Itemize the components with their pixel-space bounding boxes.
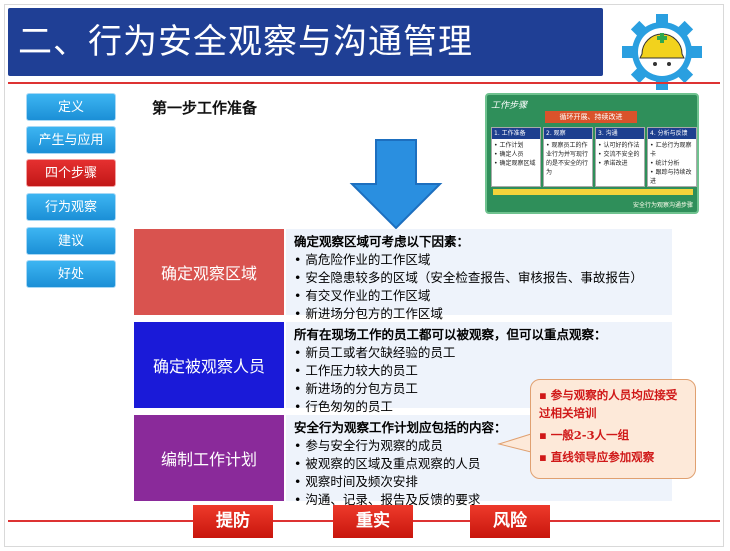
sidebar-item-definition[interactable]: 定义 bbox=[26, 93, 116, 121]
workflow-steps-diagram: 工作步骤 循环开展、持续改进 1. 工作准备 • 工作计划 • 确定人员 • 确… bbox=[485, 93, 699, 214]
slide-frame bbox=[4, 4, 724, 547]
step-title: 第一步工作准备 bbox=[152, 99, 258, 117]
bottom-button-prevent[interactable]: 提防 bbox=[193, 505, 273, 538]
row-content-observation-area: 确定观察区域可考虑以下因素： • 高危险作业的工作区域 • 安全隐患较多的区域（… bbox=[286, 229, 672, 321]
flow-progress-bar bbox=[493, 189, 693, 195]
sidebar-item-benefits[interactable]: 好处 bbox=[26, 260, 116, 288]
page-title: 二、行为安全观察与沟通管理 bbox=[8, 8, 603, 76]
top-red-divider bbox=[8, 82, 720, 84]
flow-footer: 安全行为观察沟通步骤 bbox=[632, 202, 693, 209]
row-label-observation-area: 确定观察区域 bbox=[134, 229, 284, 315]
safety-helmet-logo-icon bbox=[622, 14, 702, 90]
row-label-observed-personnel: 确定被观察人员 bbox=[134, 322, 284, 408]
sidebar-item-four-steps[interactable]: 四个步骤 bbox=[26, 159, 116, 187]
flow-step-box: 1. 工作准备 • 工作计划 • 确定人员 • 确定观察区域 bbox=[491, 127, 541, 187]
flow-step-box: 4. 分析与反馈 • 汇总行为观察卡 • 统计分析 • 跟踪与持续改进 bbox=[647, 127, 697, 187]
bottom-button-focus[interactable]: 重实 bbox=[333, 505, 413, 538]
sidebar-item-suggestion[interactable]: 建议 bbox=[26, 227, 116, 255]
flow-step-box: 3. 沟通 • 认可好的作法 • 交流不安全的 • 承诺改进 bbox=[595, 127, 645, 187]
sidebar-item-behavior-observation[interactable]: 行为观察 bbox=[26, 193, 116, 221]
flow-step-box: 2. 观察 • 观察员工的作业行为并写现行的是不安全的行为 bbox=[543, 127, 593, 187]
row-label-work-plan: 编制工作计划 bbox=[134, 415, 284, 501]
sidebar-item-origin-application[interactable]: 产生与应用 bbox=[26, 126, 116, 154]
flow-header: 工作步骤 bbox=[491, 101, 528, 111]
flow-cycle-label: 循环开展、持续改进 bbox=[545, 111, 637, 123]
training-notes-callout: ▪ 参与观察的人员均应接受过相关培训 ▪ 一般2-3人一组 ▪ 直线领导应参加观… bbox=[530, 379, 696, 479]
down-arrow-icon bbox=[349, 139, 443, 230]
bottom-button-risk[interactable]: 风险 bbox=[470, 505, 550, 538]
